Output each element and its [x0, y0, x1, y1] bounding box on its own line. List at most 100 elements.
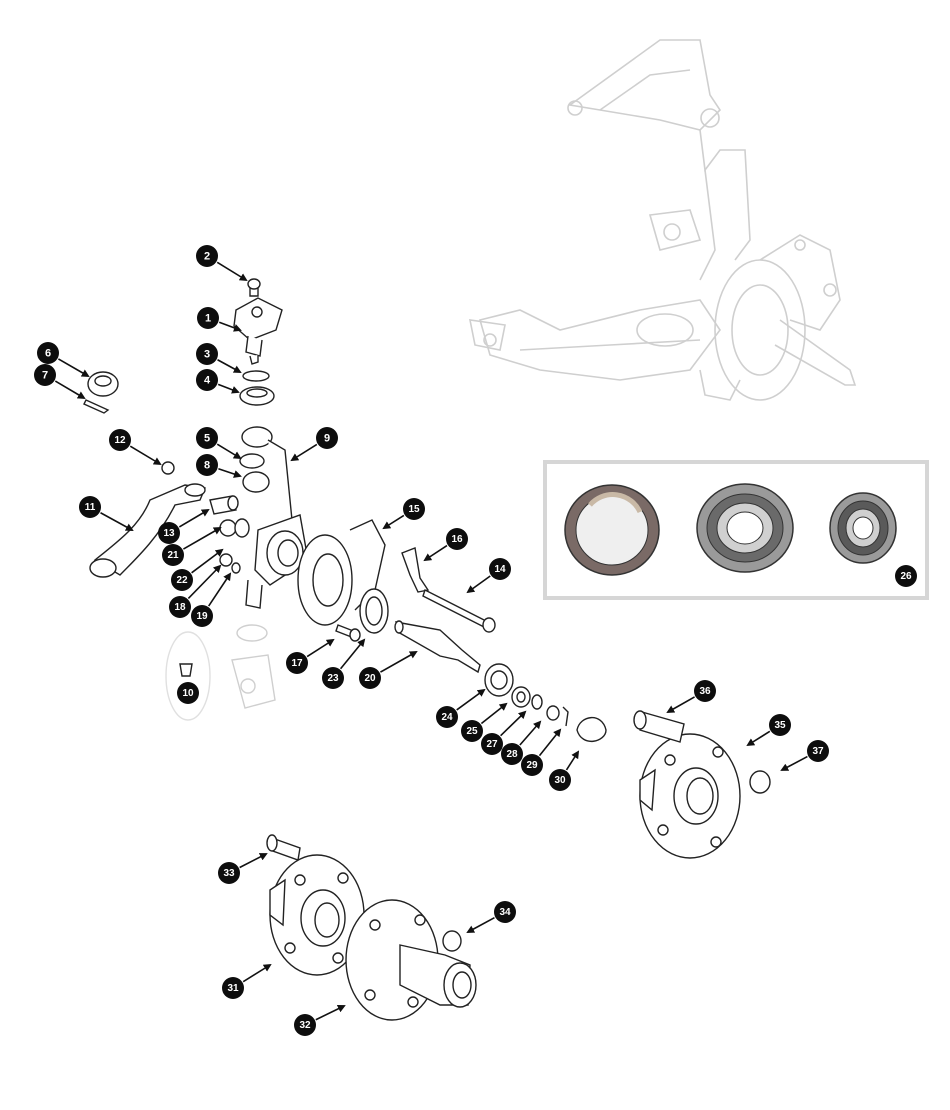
callout-number-31: 31	[227, 983, 239, 994]
callout-arrow-14	[466, 575, 491, 594]
callout-badge-4	[196, 369, 218, 391]
callout-badge-15	[403, 498, 425, 520]
part-hub-flange-35	[639, 733, 741, 859]
callout-number-24: 24	[441, 712, 453, 723]
callout-arrow-12	[129, 445, 162, 466]
callout-number-3: 3	[204, 349, 210, 361]
inset-large-bearing	[696, 483, 794, 573]
part-castle-nut-28	[546, 705, 560, 721]
callout-number-17: 17	[291, 658, 303, 669]
callout-arrow-7	[54, 380, 86, 400]
callout-badge-14	[489, 558, 511, 580]
callout-badge-20	[359, 667, 381, 689]
callout-arrow-35	[746, 730, 771, 747]
callout-number-8: 8	[204, 460, 210, 472]
inset-oil-seal	[564, 484, 660, 576]
part-bearing-24	[484, 663, 514, 697]
part-grease-nipple-10	[165, 631, 211, 721]
callout-number-10: 10	[182, 688, 194, 699]
callout-number-26: 26	[900, 571, 912, 582]
callout-number-28: 28	[506, 749, 518, 760]
callout-number-18: 18	[174, 602, 186, 613]
inset-small-bearing	[829, 492, 897, 564]
callout-arrow-24	[456, 688, 486, 711]
part-bolt-14	[422, 589, 496, 633]
callout-badge-24	[436, 706, 458, 728]
callout-arrow-21	[183, 527, 222, 550]
inset-panel-26	[543, 460, 929, 600]
callout-number-35: 35	[774, 720, 786, 731]
callout-badge-13	[158, 522, 180, 544]
callout-arrow-28	[519, 720, 542, 746]
callout-badge-16	[446, 528, 468, 550]
callout-arrow-25	[480, 702, 508, 725]
callout-badge-25	[461, 720, 483, 742]
callout-number-19: 19	[196, 611, 208, 622]
callout-arrow-2	[216, 261, 248, 282]
callout-number-4: 4	[204, 375, 211, 387]
callout-arrow-3	[217, 359, 242, 373]
callout-badge-5	[196, 427, 218, 449]
part-wheel-nut-34	[442, 930, 462, 952]
callout-number-27: 27	[486, 739, 498, 750]
part-hub-31	[269, 854, 365, 976]
part-washer-3	[242, 370, 270, 382]
callout-number-12: 12	[114, 435, 126, 446]
part-grease-nipple	[247, 278, 261, 297]
callout-arrow-18	[187, 564, 222, 599]
callout-arrow-29	[538, 728, 562, 757]
ghost-suspension-assembly	[468, 39, 857, 401]
callout-badge-29	[521, 754, 543, 776]
callout-arrow-22	[191, 548, 224, 574]
part-castle-nut-6	[87, 371, 119, 397]
part-split-pin-29	[562, 706, 569, 727]
callout-arrow-1	[218, 321, 242, 332]
callout-number-14: 14	[494, 564, 506, 575]
callout-badge-32	[294, 1014, 316, 1036]
callout-arrow-34	[466, 917, 495, 933]
callout-number-5: 5	[204, 433, 210, 445]
part-splined-hub-32	[345, 899, 477, 1021]
callout-badge-31	[222, 977, 244, 999]
callout-number-15: 15	[408, 504, 420, 515]
callout-arrow-23	[339, 638, 366, 670]
callout-badge-12	[109, 429, 131, 451]
callout-arrow-17	[306, 638, 335, 658]
part-bush-8	[242, 471, 270, 493]
callout-badge-8	[196, 454, 218, 476]
callout-arrow-6	[58, 358, 90, 377]
callout-number-34: 34	[499, 907, 511, 918]
callout-number-7: 7	[42, 370, 48, 382]
callout-arrow-15	[382, 514, 405, 530]
part-dust-cover-4	[239, 386, 275, 406]
callout-badge-2	[196, 245, 218, 267]
part-bush-13	[209, 495, 239, 515]
callout-number-32: 32	[299, 1020, 311, 1031]
callout-number-1: 1	[205, 313, 211, 325]
callout-number-29: 29	[526, 760, 538, 771]
part-split-pin-7	[83, 399, 110, 414]
callout-badge-28	[501, 743, 523, 765]
part-bush-5	[239, 453, 265, 469]
callout-badge-19	[191, 605, 213, 627]
part-upper-ball-joint	[233, 297, 283, 365]
part-oil-seal-23	[359, 588, 389, 634]
callout-arrow-4	[217, 383, 240, 394]
callout-arrow-31	[242, 963, 272, 983]
callout-badge-1	[197, 307, 219, 329]
callout-badge-17	[286, 652, 308, 674]
callout-number-25: 25	[466, 726, 478, 737]
callout-number-9: 9	[324, 433, 330, 445]
callout-arrow-36	[666, 696, 695, 713]
callout-number-33: 33	[223, 868, 235, 879]
callout-badge-27	[481, 733, 503, 755]
callout-badge-21	[162, 544, 184, 566]
part-wheel-nut-37	[749, 770, 771, 794]
callout-badge-36	[694, 680, 716, 702]
callout-arrow-9	[290, 443, 318, 462]
callout-arrow-11	[100, 512, 134, 531]
callout-arrow-20	[380, 651, 418, 673]
callout-arrow-37	[780, 755, 808, 771]
